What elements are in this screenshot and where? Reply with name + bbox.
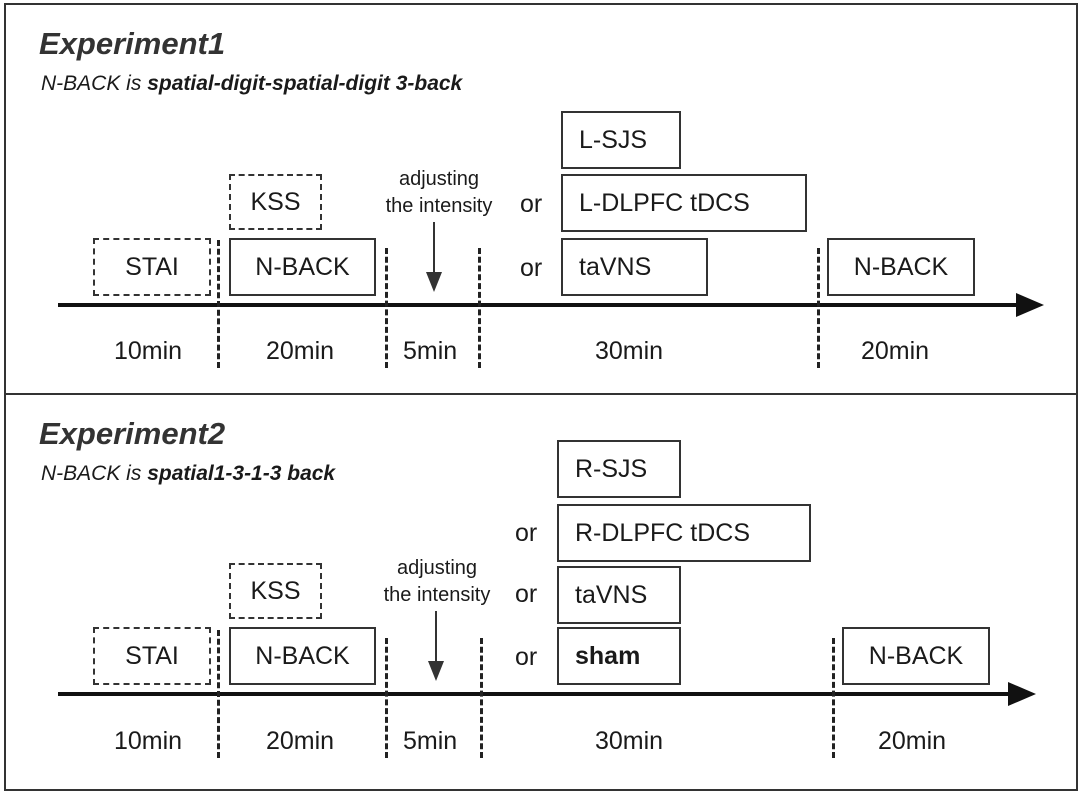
experiment1-adjust-arrow-head bbox=[426, 272, 442, 292]
experiment1-ldlpfc-box: L-DLPFC tDCS bbox=[561, 174, 807, 232]
experiment2-duration-label: 20min bbox=[266, 727, 335, 755]
experiment2-or-label: or bbox=[515, 643, 538, 671]
experiment1-duration-label: 20min bbox=[266, 337, 335, 365]
experiment1-phase-divider bbox=[385, 248, 388, 368]
experiment2-or-label: or bbox=[515, 519, 538, 547]
experiment2-phase-divider bbox=[480, 638, 483, 758]
experiment2-stai-box: STAI bbox=[93, 627, 211, 685]
experiment2-timeline-arrowhead bbox=[1008, 682, 1036, 706]
experiment1-adjust-note-line1: adjusting bbox=[398, 168, 480, 190]
experiment1-subtitle-prefix: N-BACK is bbox=[41, 72, 148, 95]
experiment2-phase-divider bbox=[385, 638, 388, 758]
experiment2-subtitle: N-BACK is spatial1-3-1-3 back bbox=[41, 462, 335, 486]
experiment2-adjust-note-line2: the intensity bbox=[383, 584, 491, 606]
experiment2-phase-divider bbox=[217, 630, 220, 758]
experiment1-duration-label: 5min bbox=[403, 337, 458, 365]
experiment2-adjust-arrow-shaft bbox=[435, 611, 437, 663]
experiment1-title: Experiment1 bbox=[39, 26, 226, 61]
experiment2-duration-label: 30min bbox=[595, 727, 664, 755]
experiment2-sham-box: sham bbox=[557, 627, 681, 685]
experiment1-duration-label: 30min bbox=[595, 337, 664, 365]
experiment1-stai-box: STAI bbox=[93, 238, 211, 296]
experiment1-phase-divider bbox=[478, 248, 481, 368]
experiment1-subtitle: N-BACK is spatial-digit-spatial-digit 3-… bbox=[41, 72, 462, 96]
experiment2-kss-box: KSS bbox=[229, 563, 322, 619]
experiment2-phase-divider bbox=[832, 638, 835, 758]
experiment2-rsjs-box: R-SJS bbox=[557, 440, 681, 498]
experiment2-panel bbox=[4, 393, 1078, 791]
experiment2-or-label: or bbox=[515, 580, 538, 608]
experiment2-adjust-note-line1: adjusting bbox=[396, 557, 478, 579]
experiment1-timeline-arrowhead bbox=[1016, 293, 1044, 317]
experiment1-duration-label: 20min bbox=[861, 337, 930, 365]
experiment2-adjust-arrow-head bbox=[428, 661, 444, 681]
experiment1-adjust-note: adjusting the intensity bbox=[374, 166, 504, 220]
experiment2-title: Experiment2 bbox=[39, 416, 226, 451]
experiment1-or-label: or bbox=[520, 254, 543, 282]
experiment2-nback-post-box: N-BACK bbox=[842, 627, 990, 685]
experiment1-nback-pre-box: N-BACK bbox=[229, 238, 376, 296]
experiment2-duration-label: 5min bbox=[403, 727, 458, 755]
experiment2-rdlpfc-box: R-DLPFC tDCS bbox=[557, 504, 811, 562]
experiment2-tavns-box: taVNS bbox=[557, 566, 681, 624]
experiment2-duration-label: 20min bbox=[878, 727, 947, 755]
experiment1-lsjs-box: L-SJS bbox=[561, 111, 681, 169]
experiment2-subtitle-prefix: N-BACK is bbox=[41, 462, 148, 485]
experiment1-phase-divider bbox=[217, 240, 220, 368]
experiment1-kss-box: KSS bbox=[229, 174, 322, 230]
experiment1-nback-post-box: N-BACK bbox=[827, 238, 975, 296]
experiment1-adjust-note-line2: the intensity bbox=[385, 195, 493, 217]
experiment2-duration-label: 10min bbox=[114, 727, 183, 755]
experiment2-adjust-note: adjusting the intensity bbox=[370, 555, 504, 609]
experiment1-phase-divider bbox=[817, 248, 820, 368]
experiment2-nback-pre-box: N-BACK bbox=[229, 627, 376, 685]
experiment1-tavns-box: taVNS bbox=[561, 238, 708, 296]
experiment1-adjust-arrow-shaft bbox=[433, 222, 435, 274]
experiment1-timeline-axis bbox=[58, 303, 1018, 307]
experiment1-or-label: or bbox=[520, 190, 543, 218]
experiment1-subtitle-task: spatial-digit-spatial-digit 3-back bbox=[147, 72, 463, 95]
experiment2-subtitle-task: spatial1-3-1-3 back bbox=[147, 462, 336, 485]
experiment1-duration-label: 10min bbox=[114, 337, 183, 365]
experiment2-timeline-axis bbox=[58, 692, 1010, 696]
